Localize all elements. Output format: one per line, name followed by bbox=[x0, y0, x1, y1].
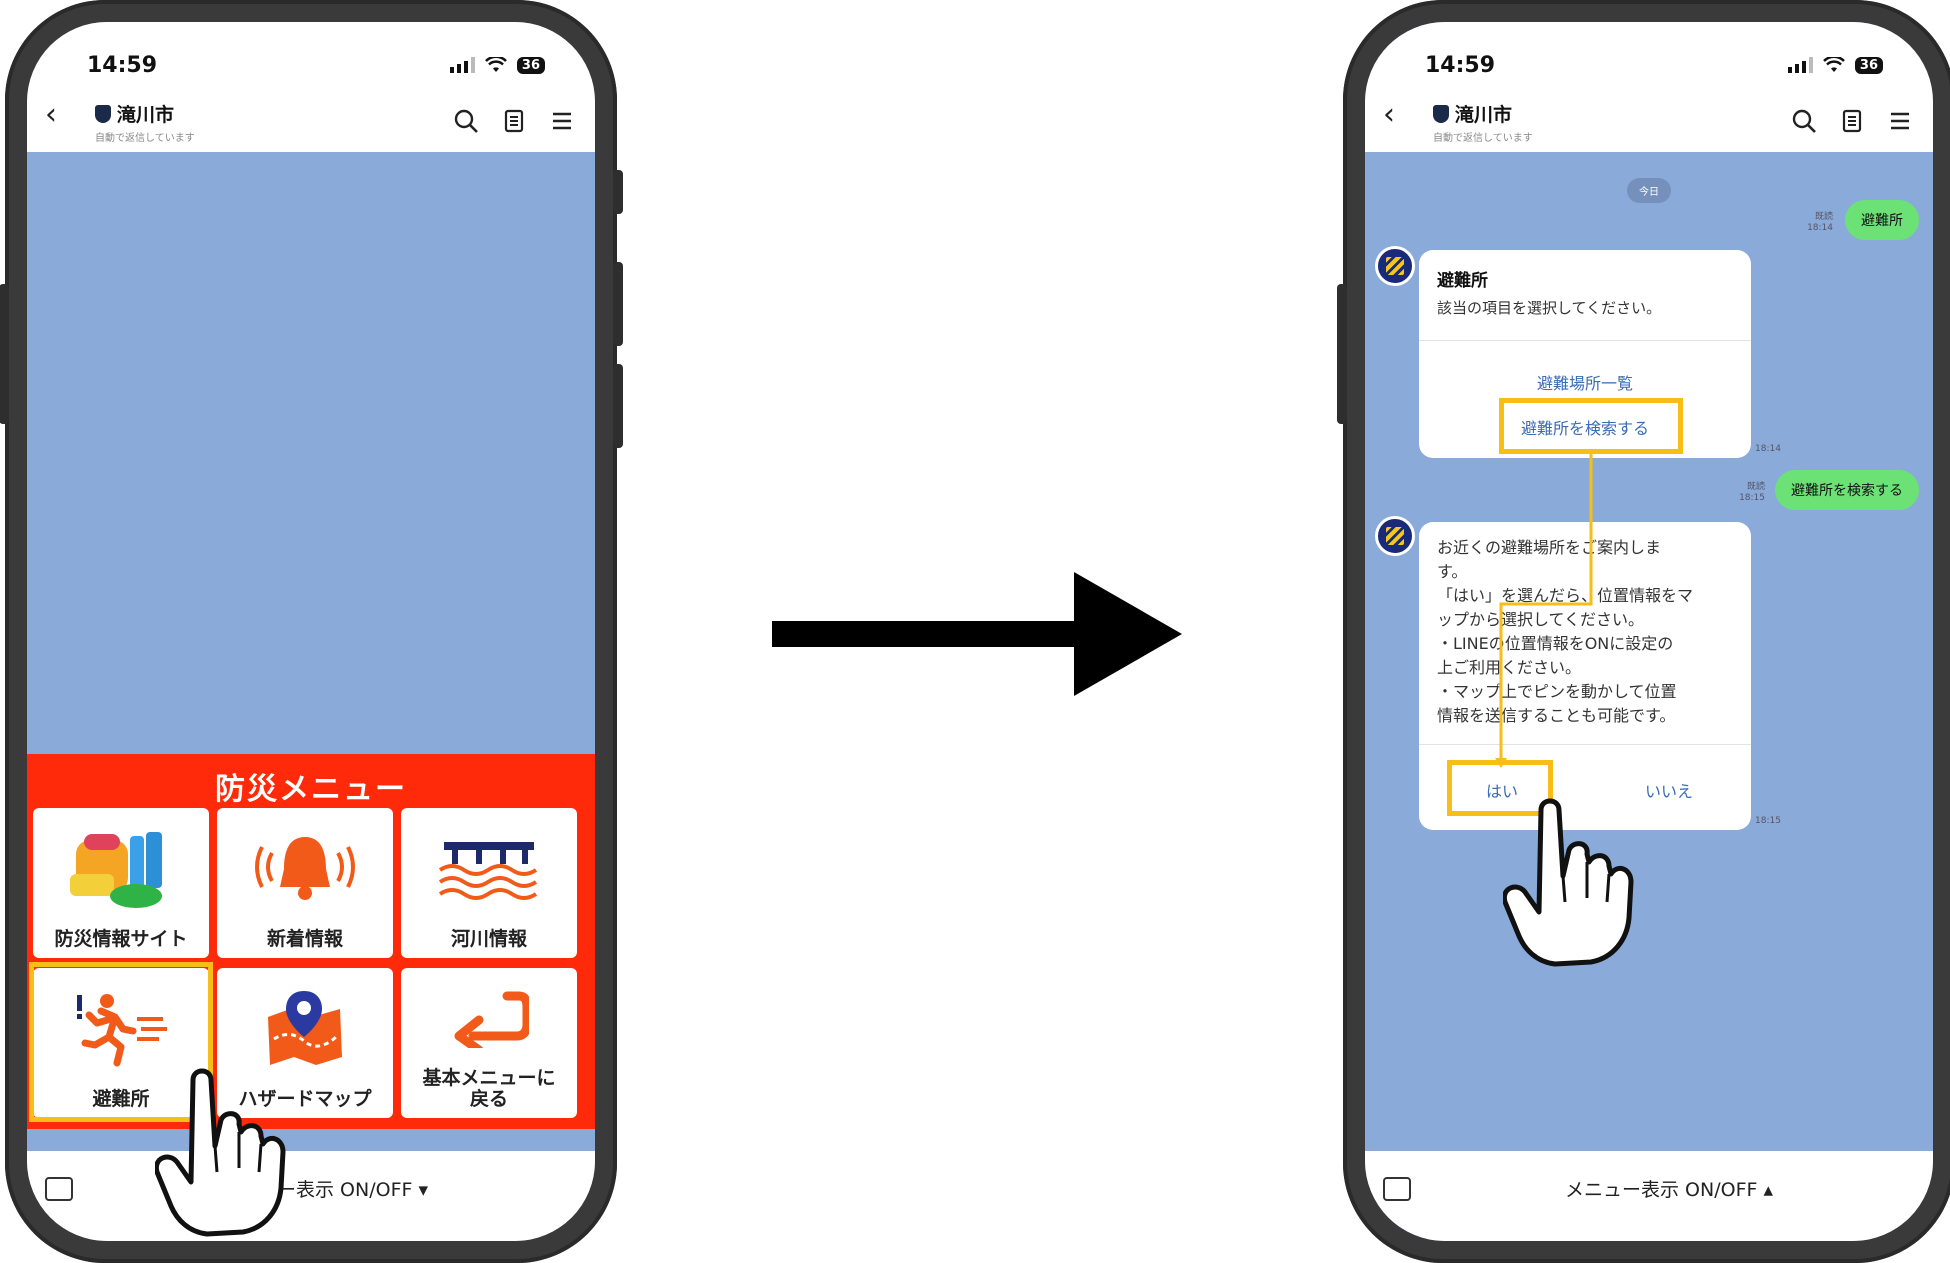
tile-news[interactable]: 新着情報 bbox=[217, 808, 393, 958]
message-time: 18:15 bbox=[1739, 492, 1765, 503]
back-icon[interactable]: ‹ bbox=[45, 97, 57, 132]
phone-side-button bbox=[1337, 284, 1347, 424]
tile-label: 避難所 bbox=[92, 1088, 150, 1111]
message-meta: 既読 18:15 bbox=[1739, 482, 1765, 504]
right-arrow-icon bbox=[772, 572, 1182, 696]
search-icon[interactable] bbox=[453, 108, 479, 134]
verified-shield-icon bbox=[95, 104, 111, 123]
tile-back-to-main-menu[interactable]: 基本メニューに 戻る bbox=[401, 968, 577, 1118]
card-body: 該当の項目を選択してください。 bbox=[1437, 299, 1662, 317]
account-name: 滝川市 bbox=[1455, 104, 1513, 126]
signal-icon bbox=[449, 57, 475, 73]
chat-header: 14:59 36 ‹ 滝川市 自動で返信しています bbox=[1365, 22, 1933, 152]
read-receipt: 既読 bbox=[1814, 212, 1833, 222]
date-chip: 今日 bbox=[1627, 178, 1671, 203]
disaster-rich-menu: 防災メニュー 防災情報サイト bbox=[27, 754, 595, 1129]
back-icon[interactable]: ‹ bbox=[1383, 97, 1395, 132]
nav-bar: ‹ 滝川市 自動で返信しています bbox=[45, 100, 575, 148]
tile-label: 新着情報 bbox=[266, 928, 343, 951]
card-line: ップから選択してください。 bbox=[1437, 610, 1645, 629]
emergency-supplies-icon bbox=[70, 831, 162, 908]
card-line: ・マップ上でピンを動かして位置 bbox=[1437, 682, 1677, 701]
phone-side-button bbox=[0, 284, 9, 424]
menu-toggle[interactable]: ー表示 ON/OFF ▾ bbox=[277, 1179, 428, 1201]
signal-icon bbox=[1787, 57, 1813, 73]
status-time: 14:59 bbox=[1425, 52, 1496, 78]
evacuation-runner-icon bbox=[77, 993, 167, 1067]
tile-river-info[interactable]: 河川情報 bbox=[401, 808, 577, 958]
wifi-icon bbox=[1823, 57, 1845, 72]
chat-header: 14:59 36 ‹ 滝川市 自動で返信しています bbox=[27, 22, 595, 152]
message-time: 18:15 bbox=[1755, 816, 1781, 826]
left-phone: 14:59 36 ‹ 滝川市 自動で返信しています bbox=[0, 0, 623, 1263]
map-pin-icon bbox=[268, 990, 342, 1065]
tapping-hand-icon bbox=[1503, 798, 1634, 967]
verified-shield-icon bbox=[1433, 104, 1449, 123]
bot-card-location: お近くの避難場所をご案内しま す。 「はい」を選んだら、位置情報をマ ップから選… bbox=[1419, 522, 1751, 830]
bot-avatar[interactable] bbox=[1375, 246, 1415, 286]
nav-bar: ‹ 滝川市 自動で返信しています bbox=[1383, 100, 1913, 148]
tile-disaster-info-site[interactable]: 防災情報サイト bbox=[33, 808, 209, 958]
bottom-bar: ー表示 ON/OFF ▾ bbox=[27, 1151, 595, 1241]
battery-icon: 36 bbox=[516, 56, 545, 74]
status-time: 14:59 bbox=[87, 52, 158, 78]
message-time: 18:14 bbox=[1755, 444, 1781, 454]
link-search-shelter[interactable]: 避難所を検索する bbox=[1520, 419, 1649, 438]
yes-button[interactable]: はい bbox=[1485, 782, 1518, 801]
right-screen: 14:59 36 ‹ 滝川市 自動で返信しています bbox=[1365, 22, 1933, 1241]
account-name: 滝川市 bbox=[117, 104, 175, 126]
phone-side-button bbox=[613, 364, 623, 448]
right-phone: 14:59 36 ‹ 滝川市 自動で返信しています bbox=[1337, 0, 1950, 1263]
river-icon bbox=[438, 841, 538, 900]
outgoing-message: 避難所 bbox=[1845, 200, 1919, 240]
no-button[interactable]: いいえ bbox=[1644, 782, 1693, 801]
alarm-bell-icon bbox=[255, 836, 355, 900]
read-receipt: 既読 bbox=[1746, 482, 1765, 492]
return-arrow-icon bbox=[454, 991, 529, 1049]
status-bar: 14:59 36 bbox=[1425, 50, 1883, 80]
status-bar: 14:59 36 bbox=[87, 50, 545, 80]
link-shelter-list[interactable]: 避難場所一覧 bbox=[1536, 374, 1633, 393]
card-line: す。 bbox=[1437, 562, 1468, 581]
card-line: 「はい」を選んだら、位置情報をマ bbox=[1437, 586, 1694, 605]
tile-label: ハザードマップ bbox=[238, 1088, 372, 1111]
left-screen: 14:59 36 ‹ 滝川市 自動で返信しています bbox=[27, 22, 595, 1241]
menu-toggle[interactable]: メニュー表示 ON/OFF ▴ bbox=[1565, 1179, 1773, 1201]
card-line: お近くの避難場所をご案内しま bbox=[1437, 538, 1662, 557]
notes-icon[interactable] bbox=[1839, 108, 1865, 134]
rich-menu-title: 防災メニュー bbox=[215, 772, 407, 807]
keyboard-icon[interactable] bbox=[45, 1177, 73, 1201]
keyboard-icon[interactable] bbox=[1383, 1177, 1411, 1201]
notes-icon[interactable] bbox=[501, 108, 527, 134]
highlight-box bbox=[1499, 398, 1683, 454]
account-status: 自動で返信しています bbox=[1433, 133, 1533, 144]
tile-hazard-map[interactable]: ハザードマップ bbox=[217, 968, 393, 1118]
outgoing-message: 避難所を検索する bbox=[1775, 470, 1919, 510]
tile-label: 河川情報 bbox=[450, 928, 527, 951]
bot-avatar[interactable] bbox=[1375, 516, 1415, 556]
card-line: ・LINEの位置情報をONに設定の bbox=[1437, 634, 1674, 653]
card-line: 情報を送信することも可能です。 bbox=[1437, 706, 1676, 725]
message-time: 18:14 bbox=[1807, 222, 1833, 233]
account-status: 自動で返信しています bbox=[95, 133, 195, 144]
menu-icon[interactable] bbox=[549, 108, 575, 134]
tile-label: 基本メニューに 戻る bbox=[422, 1067, 556, 1111]
tile-evacuation-shelter[interactable]: 避難所 bbox=[33, 968, 209, 1118]
card-title: 避難所 bbox=[1437, 271, 1488, 291]
tapping-hand-icon bbox=[155, 1068, 286, 1237]
menu-icon[interactable] bbox=[1887, 108, 1913, 134]
battery-icon: 36 bbox=[1854, 56, 1883, 74]
card-line: 上ご利用ください。 bbox=[1437, 658, 1582, 677]
bot-card-shelter: 避難所 該当の項目を選択してください。 避難場所一覧 避難所を検索する bbox=[1419, 250, 1751, 458]
phone-side-button bbox=[613, 262, 623, 346]
wifi-icon bbox=[485, 57, 507, 72]
tile-label: 防災情報サイト bbox=[54, 928, 188, 951]
phone-side-button bbox=[613, 170, 623, 214]
message-meta: 既読 18:14 bbox=[1807, 212, 1833, 234]
search-icon[interactable] bbox=[1791, 108, 1817, 134]
highlight-box bbox=[29, 962, 213, 1122]
bottom-bar: メニュー表示 ON/OFF ▴ bbox=[1365, 1151, 1933, 1241]
